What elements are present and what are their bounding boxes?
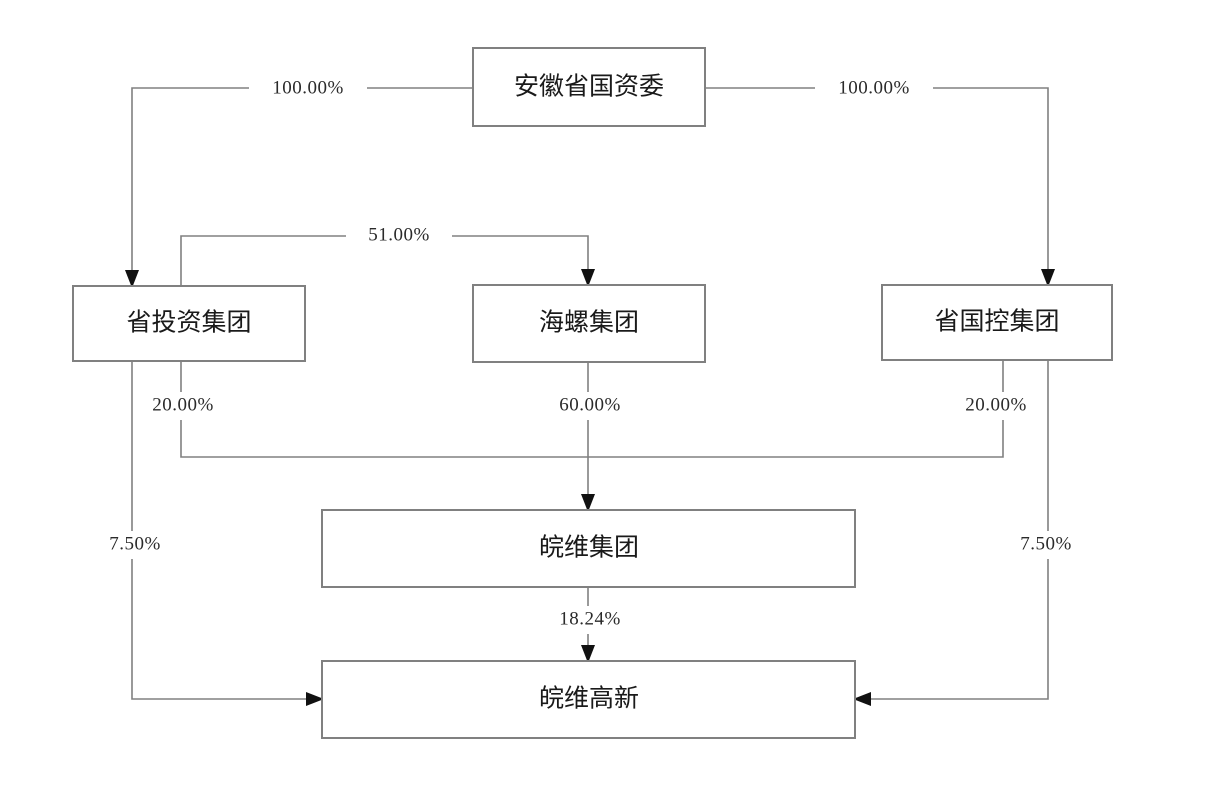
edge-label-sasac-to-invest: 100.00% bbox=[272, 77, 344, 98]
node-conch[interactable]: 海螺集团 bbox=[472, 284, 706, 363]
node-wanwei-group-label: 皖维集团 bbox=[539, 534, 639, 562]
edge-label-group-to-gaoxin: 18.24% bbox=[559, 608, 621, 629]
edge-guokong-to-wanweigroup bbox=[588, 360, 1004, 458]
label-bg-guokong-to-wanweigroup bbox=[958, 392, 1034, 420]
label-bg-conch-to-wanweigroup bbox=[552, 392, 628, 420]
edge-invest-to-wanweigaoxin bbox=[131, 361, 314, 700]
node-sasac-box[interactable] bbox=[472, 47, 706, 127]
edge-label-invest-to-conch: 51.00% bbox=[368, 224, 430, 245]
edge-label-guokong-to-wanweigroup: 20.00% bbox=[965, 394, 1027, 415]
label-bg-sasac-to-guokong bbox=[815, 75, 933, 103]
node-invest[interactable]: 省投资集团 bbox=[72, 285, 306, 362]
node-wanwei-group-box[interactable] bbox=[321, 509, 856, 588]
node-sasac[interactable]: 安徽省国资委 bbox=[472, 47, 706, 127]
edge-label-invest-to-wanweigaoxin: 7.50% bbox=[109, 533, 161, 554]
node-wanwei-gaoxin[interactable]: 皖维高新 bbox=[321, 660, 856, 739]
arrowhead-conch-to-wanweigroup bbox=[581, 494, 595, 512]
edge-label-layer: 100.00% 100.00% 51.00% 20.00% 60.00% 20.… bbox=[101, 75, 1080, 634]
node-conch-label: 海螺集团 bbox=[539, 309, 639, 337]
edge-invest-to-wanweigroup bbox=[180, 361, 588, 458]
label-bg-group-to-gaoxin bbox=[550, 606, 630, 634]
node-guokong-label: 省国控集团 bbox=[934, 308, 1059, 336]
node-wanwei-group[interactable]: 皖维集团 bbox=[321, 509, 856, 588]
node-guokong-box[interactable] bbox=[881, 284, 1113, 361]
node-sasac-label: 安徽省国资委 bbox=[514, 73, 664, 101]
node-conch-box[interactable] bbox=[472, 284, 706, 363]
node-invest-label: 省投资集团 bbox=[126, 309, 251, 337]
edge-label-conch-to-wanweigroup: 60.00% bbox=[559, 394, 621, 415]
node-layer: 安徽省国资委 省投资集团 海螺集团 省国控集团 皖维集团 皖维高新 bbox=[72, 47, 1113, 739]
node-guokong[interactable]: 省国控集团 bbox=[881, 284, 1113, 361]
edge-sasac-to-guokong bbox=[705, 87, 1049, 277]
edge-label-invest-to-wanweigroup: 20.00% bbox=[152, 394, 214, 415]
arrowhead-group-to-gaoxin bbox=[581, 645, 595, 663]
label-bg-sasac-to-invest bbox=[249, 75, 367, 103]
edge-label-guokong-to-wanweigaoxin: 7.50% bbox=[1020, 533, 1072, 554]
node-wanwei-gaoxin-label: 皖维高新 bbox=[539, 685, 639, 713]
edge-guokong-to-wanweigaoxin bbox=[863, 360, 1049, 700]
arrowhead-invest-to-wanweigaoxin bbox=[306, 692, 324, 706]
arrowhead-guokong-to-wanweigaoxin bbox=[853, 692, 871, 706]
arrowhead-invest-to-conch bbox=[581, 269, 595, 287]
arrowhead-sasac-to-guokong bbox=[1041, 269, 1055, 287]
label-bg-invest-to-wanweigaoxin bbox=[101, 531, 169, 559]
arrowhead-sasac-to-invest bbox=[125, 270, 139, 288]
label-bg-invest-to-conch bbox=[346, 222, 452, 250]
node-invest-box[interactable] bbox=[72, 285, 306, 362]
node-wanwei-gaoxin-box[interactable] bbox=[321, 660, 856, 739]
label-bg-invest-to-wanweigroup bbox=[145, 392, 221, 420]
label-bg-guokong-to-wanweigaoxin bbox=[1012, 531, 1080, 559]
edge-label-sasac-to-guokong: 100.00% bbox=[838, 77, 910, 98]
